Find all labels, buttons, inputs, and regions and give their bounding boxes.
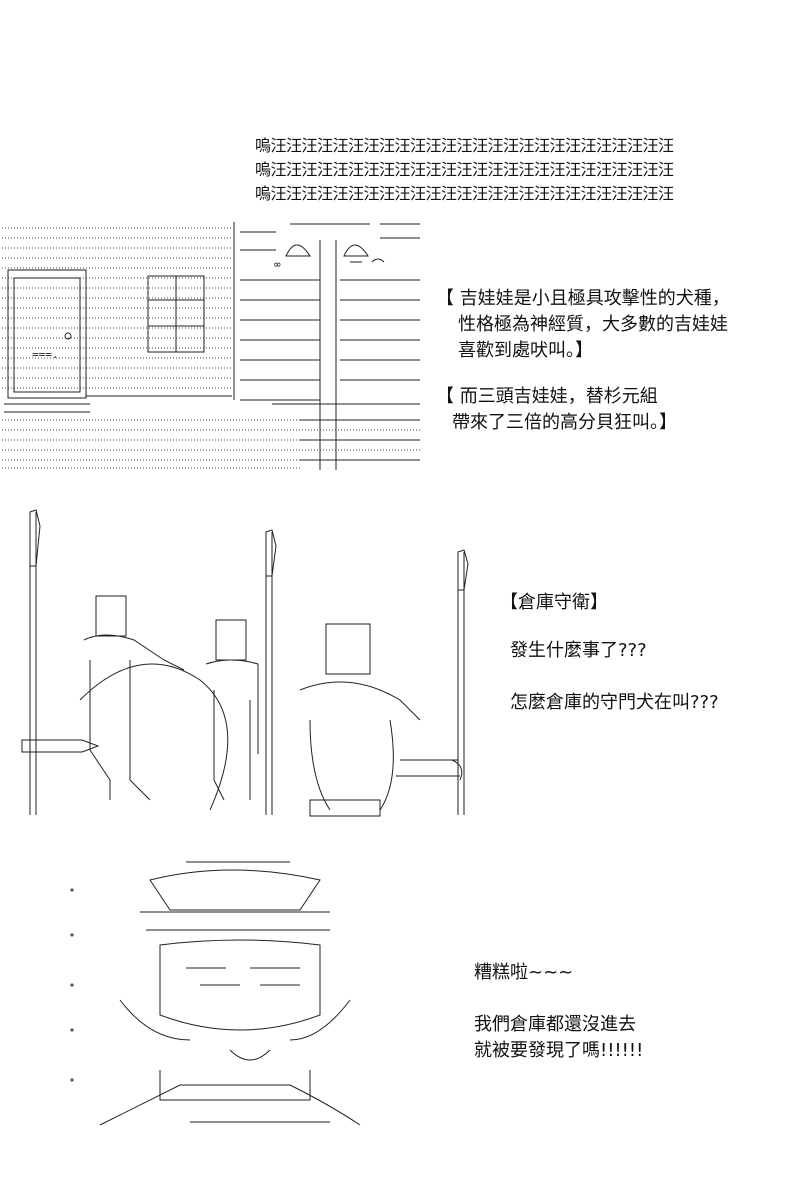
door-mark: ===.	[32, 348, 59, 361]
guards-illustration	[21, 509, 469, 817]
howl-line: 嗚汪汪汪汪汪汪汪汪汪汪汪汪汪汪汪汪汪汪汪汪汪汪汪汪汪汪	[255, 136, 674, 155]
panicked-character-illustration	[70, 861, 361, 1126]
doghouse-mark: ∞	[274, 258, 281, 271]
guard-dialogue-line: 發生什麼事了???	[510, 640, 647, 661]
narration-line: 喜歡到處吠叫。】	[458, 340, 593, 361]
warehouse-illustration: ===. ∞	[2, 222, 420, 470]
reaction-line: 我們倉庫都還沒進去	[474, 1014, 636, 1035]
reaction-line: 糟糕啦~~~	[474, 962, 574, 983]
reaction-line: 就被要發現了嗎!!!!!!	[474, 1040, 644, 1061]
narration-chihuahua: 【 吉娃娃是小且極具攻擊性的犬種， 性格極為神經質，大多數的吉娃娃 喜歡到處吠叫…	[436, 286, 730, 364]
narration-line: 【 而三頭吉娃娃，替杉元組	[436, 386, 658, 407]
guard-dialogue-line: 怎麼倉庫的守門犬在叫???	[510, 692, 719, 713]
howl-line: 嗚汪汪汪汪汪汪汪汪汪汪汪汪汪汪汪汪汪汪汪汪汪汪汪汪汪汪	[255, 184, 674, 203]
guard-speaker-label: 【倉庫守衛】	[500, 592, 608, 613]
howl-line: 嗚汪汪汪汪汪汪汪汪汪汪汪汪汪汪汪汪汪汪汪汪汪汪汪汪汪汪	[255, 160, 674, 179]
narration-line: 性格極為神經質，大多數的吉娃娃	[458, 314, 728, 335]
narration-three-heads: 【 而三頭吉娃娃，替杉元組 帶來了三倍的高分貝狂叫。】	[436, 384, 677, 436]
howl-text-block: 嗚汪汪汪汪汪汪汪汪汪汪汪汪汪汪汪汪汪汪汪汪汪汪汪汪汪汪 嗚汪汪汪汪汪汪汪汪汪汪汪…	[255, 134, 800, 206]
narration-line: 帶來了三倍的高分貝狂叫。】	[452, 412, 677, 433]
narration-line: 【 吉娃娃是小且極具攻擊性的犬種，	[436, 288, 730, 309]
